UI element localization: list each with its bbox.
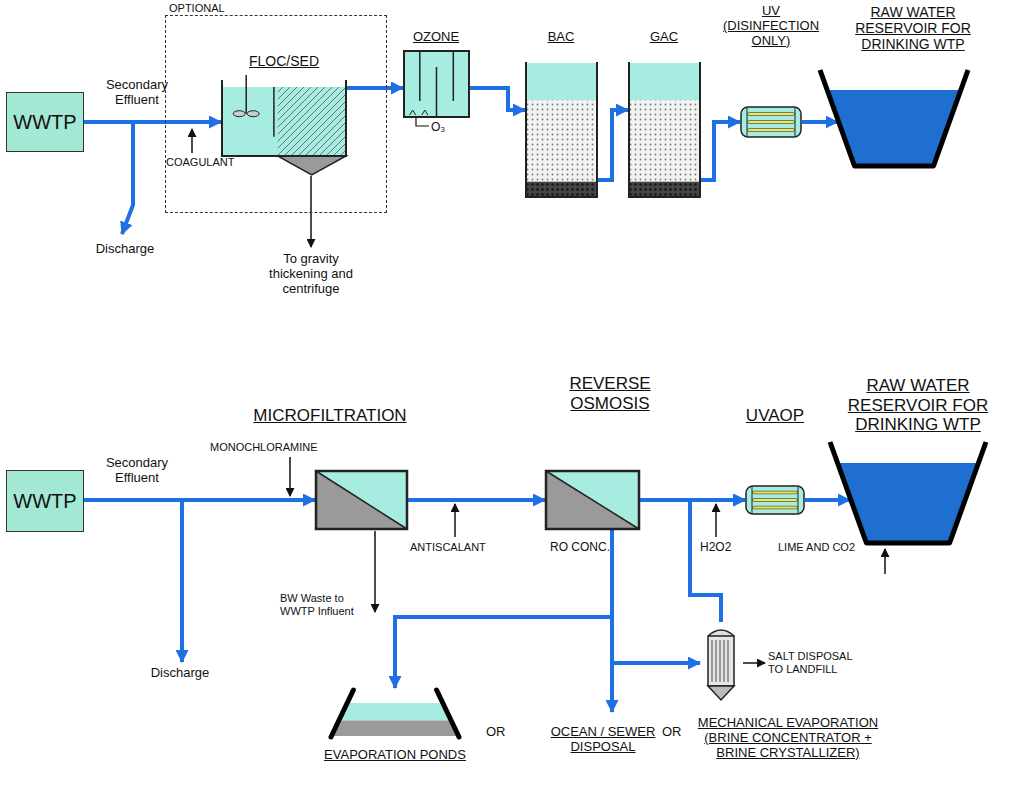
node-label: OCEAN / SEWER DISPOSAL xyxy=(549,725,657,755)
tank-symbol xyxy=(221,79,347,176)
unit-heading: FLOC/SED xyxy=(234,53,334,69)
flow-arrow xyxy=(805,498,850,502)
pond-symbol xyxy=(330,688,460,738)
flow-note: MONOCHLORAMINE xyxy=(210,441,320,454)
process-unit: OZONE xyxy=(403,50,470,118)
flow-note: BW Waste to WWTP Influent xyxy=(280,592,368,617)
flow-arrow xyxy=(347,86,403,90)
unit-heading: EVAPORATION PONDS xyxy=(320,748,470,763)
dose-arrow xyxy=(454,504,456,537)
unit-heading: UV (DISINFECTION ONLY) xyxy=(721,4,821,49)
res-symbol xyxy=(818,68,970,168)
filter-symbol xyxy=(525,62,598,198)
dose-arrow xyxy=(884,549,886,574)
unit-heading: REVERSE OSMOSIS xyxy=(560,374,660,413)
node-label: WWTP xyxy=(13,111,76,134)
res-symbol xyxy=(828,440,988,545)
process-unit: UV (DISINFECTION ONLY) xyxy=(740,106,802,138)
flow-note: Discharge xyxy=(140,666,220,681)
process-unit: FLOC/SED xyxy=(221,79,347,176)
flow-note: COAGULANT xyxy=(166,156,246,169)
uv-symbol xyxy=(745,485,805,515)
mf-symbol xyxy=(545,470,640,530)
unit-heading: RAW WATER RESERVOIR FOR DRINKING WTP xyxy=(838,376,998,435)
unit-heading: MECHANICAL EVAPORATION (BRINE CONCENTRAT… xyxy=(688,716,888,761)
unit-heading: OZONE xyxy=(386,30,486,45)
disposal-node: OCEAN / SEWER DISPOSAL xyxy=(545,712,661,767)
flow-arrow xyxy=(612,530,700,663)
process-unit: MECHANICAL EVAPORATION (BRINE CONCENTRAT… xyxy=(700,622,742,702)
flow-note: H2O2 xyxy=(700,541,740,555)
unit-heading: OPTIONAL xyxy=(169,2,249,15)
ozone-symbol xyxy=(403,50,470,118)
flow-note: O₃ xyxy=(431,121,461,135)
unit-heading: GAC xyxy=(614,30,714,45)
ozone-feed-line xyxy=(416,118,429,126)
salt-arrow xyxy=(743,662,765,664)
flow-note: To gravity thickening and centrifuge xyxy=(261,252,361,297)
process-unit: MICROFILTRATION xyxy=(315,470,408,530)
flow-arrow xyxy=(84,498,315,502)
plant-box: WWTP xyxy=(6,92,84,152)
flow-arrow xyxy=(690,500,745,622)
dose-arrow xyxy=(289,457,291,496)
plant-box: WWTP xyxy=(6,470,84,532)
node-label: WWTP xyxy=(13,490,76,513)
discharge-arrow xyxy=(122,124,133,234)
flow-note: Secondary Effluent xyxy=(104,456,170,486)
process-unit: REVERSE OSMOSIS xyxy=(545,470,640,530)
flow-arrow xyxy=(598,110,628,180)
process-unit: UVAOP xyxy=(745,485,805,515)
unit-heading: RAW WATER RESERVOIR FOR DRINKING WTP xyxy=(848,4,978,52)
flow-arrow xyxy=(470,88,525,110)
uv-symbol xyxy=(740,106,802,138)
process-unit: BAC xyxy=(525,62,598,198)
flow-note: OR xyxy=(486,725,510,740)
process-unit: EVAPORATION PONDS xyxy=(330,688,460,738)
dose-arrow xyxy=(715,504,717,537)
flow-note: Secondary Effluent xyxy=(104,78,170,108)
sludge-arrow xyxy=(310,176,312,247)
unit-heading: BAC xyxy=(511,30,611,45)
dose-arrow xyxy=(191,129,193,153)
flow-note: SALT DISPOSAL TO LANDFILL xyxy=(768,650,858,675)
flow-note: OR xyxy=(662,725,686,740)
flow-arrow xyxy=(802,120,838,124)
flow-note: Discharge xyxy=(85,242,165,257)
process-unit: GAC xyxy=(628,62,701,198)
flow-arrow xyxy=(84,120,221,124)
mf-symbol xyxy=(315,470,408,530)
evap-symbol xyxy=(700,622,742,702)
flow-note: ANTISCALANT xyxy=(410,541,500,554)
flow-arrow xyxy=(408,498,545,502)
optional-group: OPTIONALFLOC/SED xyxy=(165,15,387,213)
flow-arrow xyxy=(395,530,612,688)
unit-heading: UVAOP xyxy=(735,406,815,426)
flow-note: LIME AND CO2 xyxy=(778,541,878,554)
flow-arrow xyxy=(701,122,740,180)
waste-arrow xyxy=(374,531,376,612)
process-unit: RAW WATER RESERVOIR FOR DRINKING WTP xyxy=(818,68,970,168)
flow-note: RO CONC. xyxy=(550,541,608,555)
filter-symbol xyxy=(628,62,701,198)
process-unit: RAW WATER RESERVOIR FOR DRINKING WTP xyxy=(828,440,988,545)
discharge-arrow xyxy=(180,502,184,662)
unit-heading: MICROFILTRATION xyxy=(250,406,410,426)
